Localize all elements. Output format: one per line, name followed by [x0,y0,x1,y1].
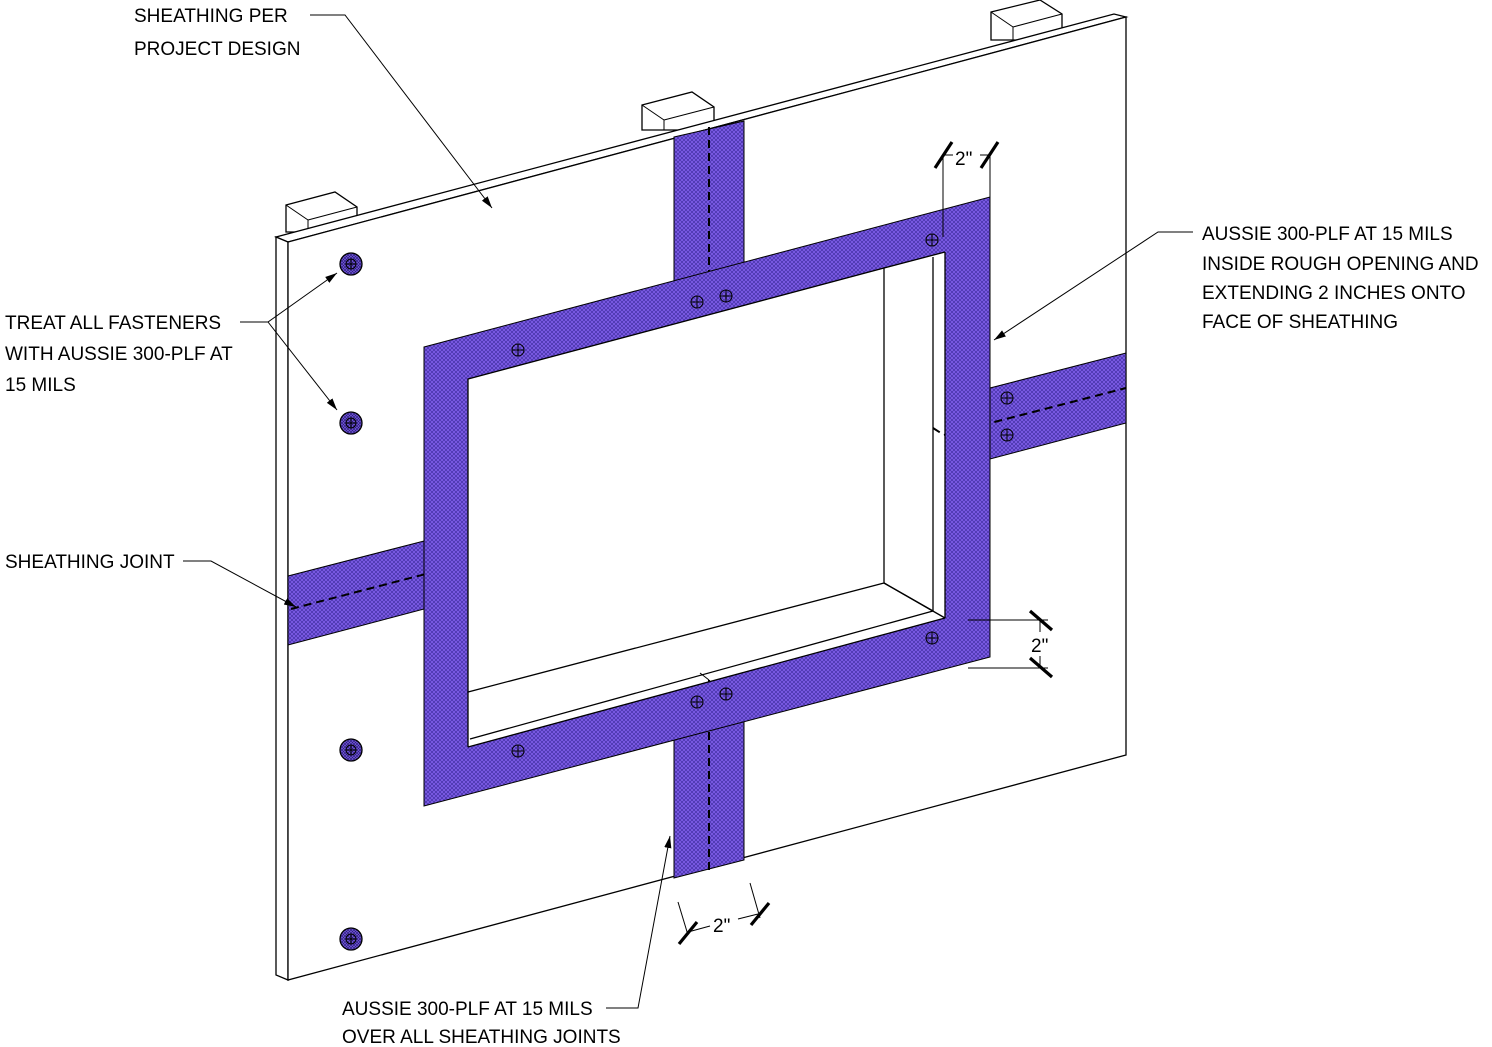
fastener-icon [690,295,704,309]
fastener-icon [925,233,939,247]
svg-text:FACE OF SHEATHING: FACE OF SHEATHING [1202,312,1398,333]
svg-text:AUSSIE 300-PLF AT 15 MILS: AUSSIE 300-PLF AT 15 MILS [1202,224,1453,245]
membrane-fasteners [511,233,1014,758]
svg-text:SHEATHING JOINT: SHEATHING JOINT [5,552,175,573]
svg-text:WITH AUSSIE 300-PLF AT: WITH AUSSIE 300-PLF AT [5,344,233,365]
dimension-right: 2" [968,609,1054,679]
fastener-icon [511,343,525,357]
dimension-tick-icon [749,901,771,927]
label-joint: SHEATHING JOINT [5,552,175,573]
leader-joints-cover [606,835,672,1009]
dimension-tick-icon [677,920,699,946]
fastener-icon [690,695,704,709]
label-opening: AUSSIE 300-PLF AT 15 MILS INSIDE ROUGH O… [1202,224,1479,333]
fastener-icon [1000,428,1014,442]
svg-text:EXTENDING 2 INCHES ONTO: EXTENDING 2 INCHES ONTO [1202,283,1466,304]
dimension-tick-icon [933,141,954,169]
fastener-icon [719,687,733,701]
svg-text:OVER ALL SHEATHING JOINTS: OVER ALL SHEATHING JOINTS [342,1027,621,1047]
dimension-bottom: 2" [677,882,771,946]
stud-middle [641,91,715,131]
leader-fasteners [240,272,338,411]
dimension-tick-icon [979,141,1000,169]
dimension-tick-icon [1028,609,1054,632]
dimension-label-bottom: 2" [713,916,730,937]
svg-text:SHEATHING PER: SHEATHING PER [134,6,288,27]
label-sheathing: SHEATHING PER PROJECT DESIGN [134,6,300,60]
fastener-icon [1000,391,1014,405]
svg-text:AUSSIE 300-PLF AT 15 MILS: AUSSIE 300-PLF AT 15 MILS [342,999,593,1020]
fastener-icon [339,738,363,762]
dimension-tick-icon [1028,656,1054,679]
dimension-label-top: 2" [955,149,972,170]
opening-membrane [423,196,991,807]
svg-text:PROJECT DESIGN: PROJECT DESIGN [134,39,300,60]
leader-sheathing [310,14,493,209]
fastener-icon [339,411,363,435]
leader-opening [993,231,1193,341]
dimension-label-right: 2" [1031,636,1048,657]
label-fasteners: TREAT ALL FASTENERS WITH AUSSIE 300-PLF … [5,313,233,396]
svg-text:15 MILS: 15 MILS [5,375,76,396]
fastener-icon [719,289,733,303]
leader-joint [183,560,297,608]
label-joints-cover: AUSSIE 300-PLF AT 15 MILS OVER ALL SHEAT… [342,999,621,1047]
fastener-icon [925,631,939,645]
stud-right [990,0,1063,41]
fastener-icon [511,744,525,758]
svg-text:TREAT ALL FASTENERS: TREAT ALL FASTENERS [5,313,221,334]
svg-text:INSIDE ROUGH OPENING AND: INSIDE ROUGH OPENING AND [1202,254,1479,275]
fastener-icon [339,252,363,276]
treated-fasteners [339,252,363,951]
dimension-top: 2" [933,141,1000,237]
fastener-icon [339,927,363,951]
